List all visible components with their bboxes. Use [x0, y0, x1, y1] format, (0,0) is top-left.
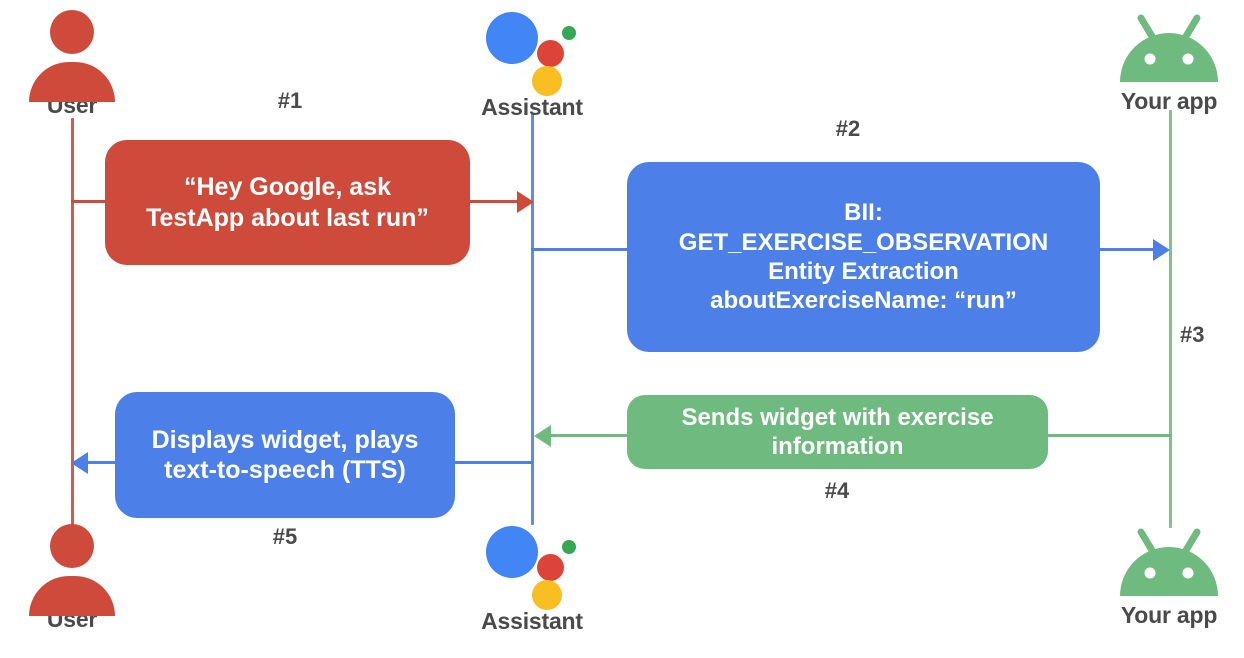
assistant-dot-blue: [486, 12, 538, 64]
actor-label-your-app-bottom: Your app: [1120, 602, 1218, 628]
bii-line-2: GET_EXERCISE_OBSERVATION: [678, 228, 1049, 256]
assistant-dot-red: [537, 554, 564, 581]
connector-assistant-to-bii: [531, 248, 641, 251]
actor-your-app-top: Your app: [1094, 12, 1244, 113]
assistant-output-line-2: text-to-speech (TTS): [164, 456, 406, 484]
app-response-line-1: Sends widget with exercise: [681, 403, 994, 431]
step-label-3: #3: [1180, 322, 1205, 347]
actor-label-assistant-top: Assistant: [481, 94, 583, 120]
user-avatar-head: [50, 524, 94, 568]
user-avatar-icon: [28, 10, 116, 102]
message-box-bii-intent: BII: GET_EXERCISE_OBSERVATION Entity Ext…: [627, 162, 1100, 352]
user-avatar-body: [29, 576, 115, 616]
user-request-line-2: TestApp about last run”: [146, 203, 429, 232]
arrowhead-user-request: [517, 191, 534, 213]
connector-bii-to-app: [1090, 248, 1160, 251]
google-assistant-icon: [484, 8, 580, 96]
assistant-dot-green: [562, 540, 576, 554]
assistant-dot-red: [537, 40, 564, 67]
android-robot-svg: [1120, 14, 1218, 82]
actor-assistant-bottom: Assistant: [457, 522, 607, 633]
actor-label-your-app-top: Your app: [1120, 88, 1218, 114]
assistant-dot-yellow: [532, 580, 562, 610]
bii-line-1: BII:: [844, 199, 883, 227]
user-avatar-icon: [28, 524, 116, 616]
message-box-user-request: “Hey Google, ask TestApp about last run”: [105, 140, 470, 265]
assistant-dot-blue: [486, 526, 538, 578]
android-robot-svg: [1120, 528, 1218, 596]
assistant-dot-yellow: [532, 66, 562, 96]
lifeline-user: [71, 118, 74, 526]
actor-your-app-bottom: Your app: [1094, 526, 1244, 627]
connector-assistant-to-output: [455, 461, 533, 464]
user-avatar-body: [29, 62, 115, 102]
google-assistant-icon: [484, 522, 580, 610]
actor-user-bottom: User: [0, 524, 147, 631]
bii-line-3: Entity Extraction: [768, 258, 959, 285]
arrowhead-bii-to-app: [1153, 239, 1170, 261]
message-box-app-response: Sends widget with exercise information: [627, 395, 1048, 469]
step-label-4: #4: [824, 478, 850, 503]
assistant-dot-green: [562, 26, 576, 40]
actor-user-top: User: [0, 10, 147, 117]
connector-response-to-assistant: [551, 434, 629, 437]
lifeline-your-app: [1169, 110, 1172, 528]
android-robot-icon: [1114, 12, 1224, 86]
connector-output-to-user: [88, 461, 118, 464]
arrowhead-app-response: [534, 425, 551, 447]
connector-app-to-response: [1048, 434, 1172, 437]
step-label-1: #1: [277, 88, 303, 113]
user-avatar-head: [50, 10, 94, 54]
lifeline-assistant: [531, 113, 534, 525]
actor-assistant-top: Assistant: [457, 8, 607, 119]
step-label-2: #2: [835, 116, 861, 141]
arrowhead-assistant-output: [71, 452, 88, 474]
connector-user-to-request: [71, 200, 131, 203]
app-response-line-2: information: [771, 433, 904, 460]
actor-label-assistant-bottom: Assistant: [481, 608, 583, 634]
connector-request-to-assistant: [455, 200, 525, 203]
android-robot-icon: [1114, 526, 1224, 600]
bii-line-4: aboutExerciseName: “run”: [710, 287, 1017, 315]
assistant-output-line-1: Displays widget, plays: [151, 425, 419, 454]
message-box-assistant-output: Displays widget, plays text-to-speech (T…: [115, 392, 455, 518]
step-label-5: #5: [272, 524, 298, 549]
user-request-line-1: “Hey Google, ask: [183, 173, 392, 201]
